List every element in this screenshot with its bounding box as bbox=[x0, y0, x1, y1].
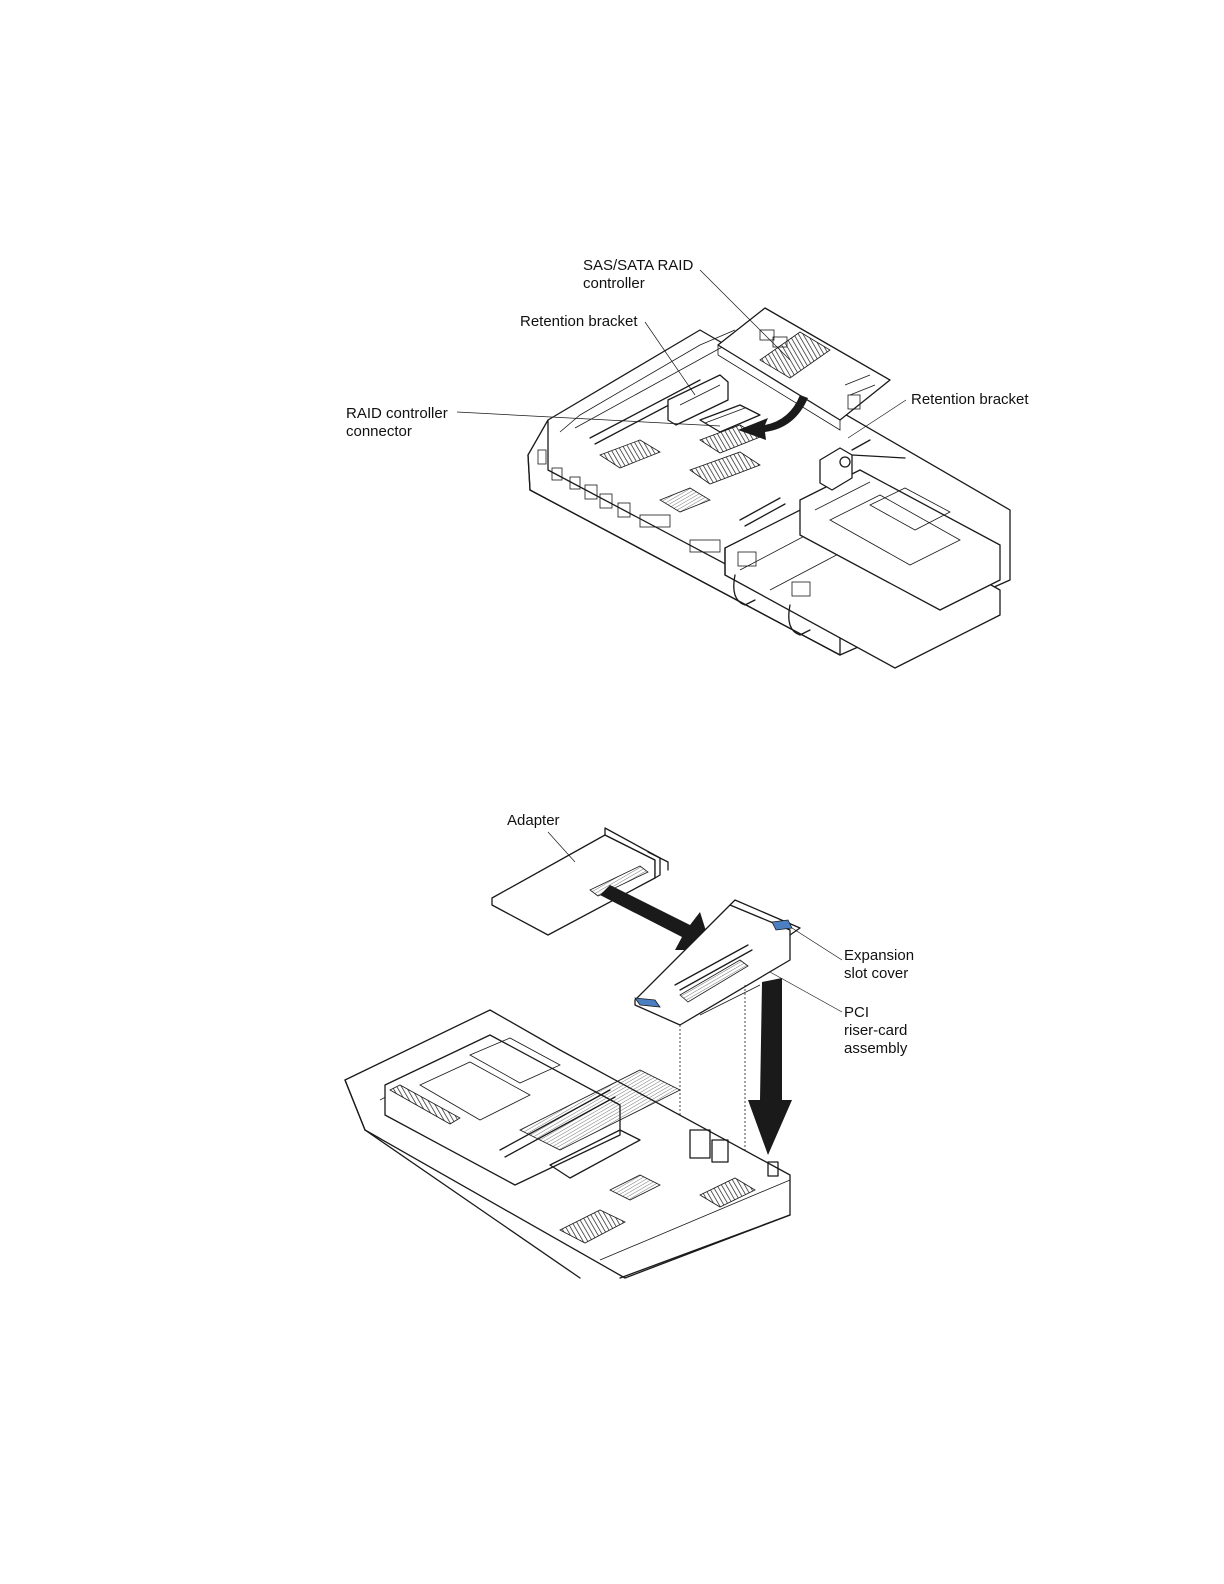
leader-expansion-slot-cover bbox=[792, 928, 842, 960]
label-sas-sata-raid-controller-line1: SAS/SATA RAID controller bbox=[583, 257, 693, 293]
expansion-slot-cover-tab bbox=[772, 920, 792, 930]
label-retention-bracket-right: Retention bracket bbox=[911, 391, 1029, 409]
adapter-card bbox=[492, 828, 668, 935]
label-adapter: Adapter bbox=[507, 812, 560, 830]
label-retention-bracket-left: Retention bracket bbox=[520, 313, 638, 331]
figure-pci-adapter-install bbox=[345, 828, 842, 1278]
label-raid-controller-connector-text: RAID controller connector bbox=[346, 405, 448, 441]
leader-adapter bbox=[548, 832, 575, 862]
label-pci-riser-card-assembly: PCI riser-card assembly bbox=[844, 1004, 907, 1058]
label-sas-sata-raid-controller: SAS/SATA RAID controller bbox=[583, 257, 693, 293]
label-expansion-slot-cover-text: Expansion slot cover bbox=[844, 947, 914, 983]
label-pci-riser-card-assembly-text: PCI riser-card assembly bbox=[844, 1004, 907, 1058]
label-expansion-slot-cover: Expansion slot cover bbox=[844, 947, 914, 983]
riser-insert-arrow bbox=[748, 978, 792, 1155]
label-raid-controller-connector: RAID controller connector bbox=[346, 405, 448, 441]
server-chassis-top bbox=[528, 330, 1010, 668]
server-chassis-bottom bbox=[345, 1010, 790, 1278]
